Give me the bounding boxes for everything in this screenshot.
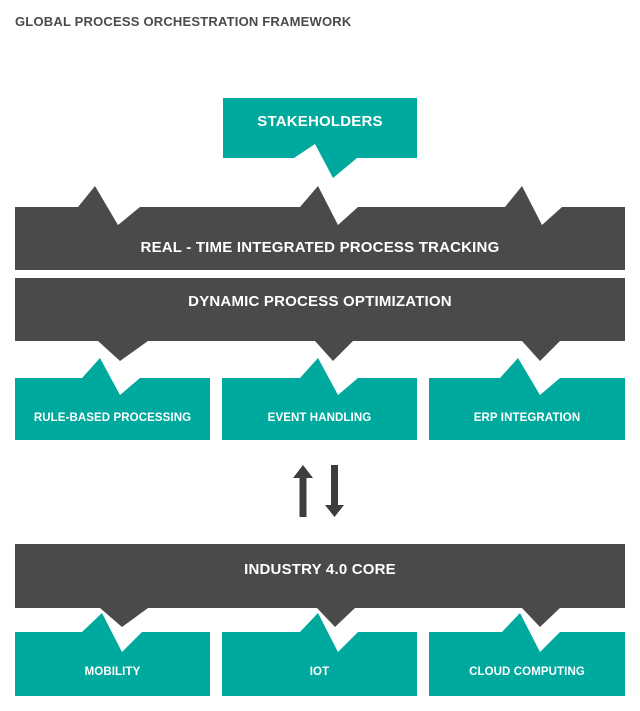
optimization-layer-label: DYNAMIC PROCESS OPTIMIZATION <box>188 292 452 310</box>
tracking-layer-label: REAL - TIME INTEGRATED PROCESS TRACKING <box>140 238 500 256</box>
stakeholders-label: STAKEHOLDERS <box>257 112 383 130</box>
capability-box-rule-based <box>15 358 210 440</box>
technology-label-iot: IoT <box>309 666 330 678</box>
capability-label-event-handling: EVENT HANDLING <box>267 412 372 424</box>
technology-box-iot <box>222 613 417 696</box>
optimization-band <box>15 278 625 361</box>
bidirectional-arrows-icon <box>293 465 344 517</box>
stakeholders-box <box>223 98 417 178</box>
capability-box-event-handling <box>222 358 417 440</box>
core-band <box>15 544 625 627</box>
diagram-title: GLOBAL PROCESS ORCHESTRATION FRAMEWORK <box>15 14 352 29</box>
arrow-down-icon <box>325 465 344 517</box>
technology-box-cloud <box>429 613 625 696</box>
tracking-band <box>15 186 625 270</box>
technology-box-mobility <box>15 613 210 696</box>
capability-label-erp: ERP INTEGRATION <box>473 412 581 424</box>
capability-box-erp <box>429 358 625 440</box>
arrow-up-icon <box>293 465 313 517</box>
core-layer-label: INDUSTRY 4.0 CORE <box>244 560 396 578</box>
technology-label-cloud: CLOUD COMPUTING <box>469 666 585 678</box>
technology-label-mobility: MOBILITY <box>84 666 141 678</box>
capability-label-rule-based: RULE-BASED PROCESSING <box>33 412 192 424</box>
